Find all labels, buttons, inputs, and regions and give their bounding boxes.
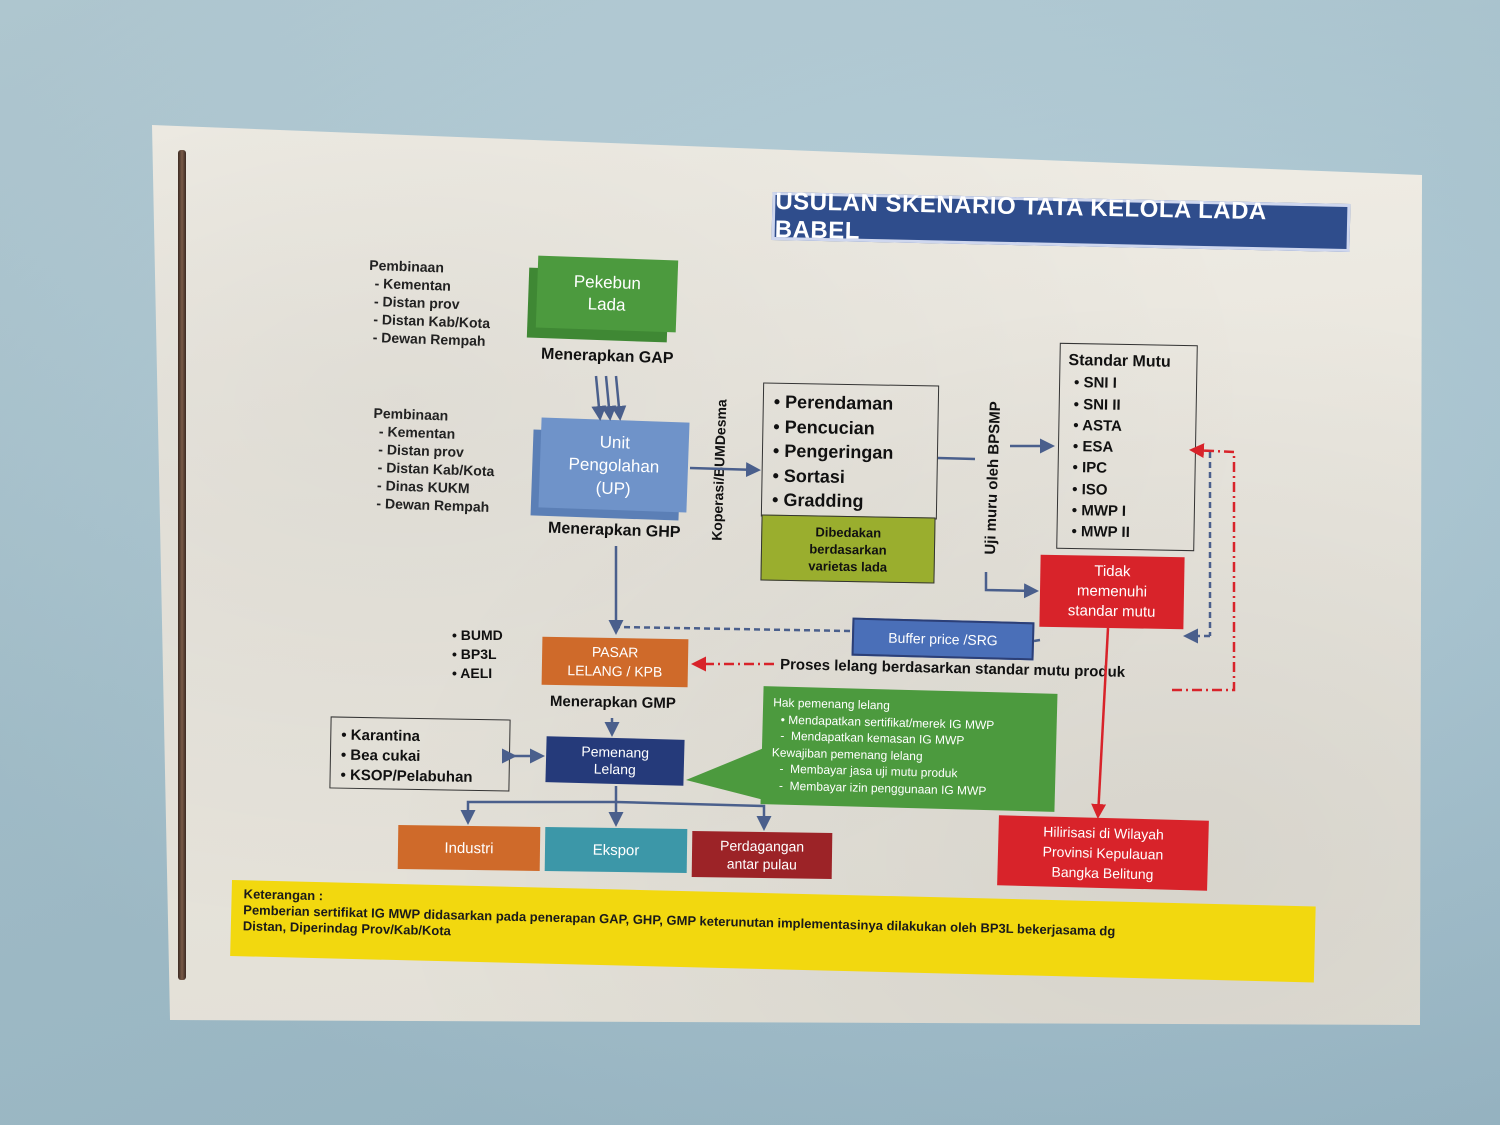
line-process-uji — [937, 456, 976, 461]
arrow-pekebun-up — [601, 375, 617, 421]
line-tidak-buffer — [1033, 638, 1041, 643]
arrow-pemenang-industri — [460, 786, 618, 825]
arrow-tidak-hilirisasi — [1091, 627, 1110, 819]
callout-pointer — [686, 748, 764, 800]
arrow-pemenang-perdagangan — [615, 800, 772, 831]
pasar-members-list: BUMD BP3L AELI — [452, 626, 503, 683]
list-item: AELI — [452, 664, 503, 683]
arrow-dashed-lelang-standar — [1172, 443, 1236, 692]
arrow-up-process — [689, 462, 761, 478]
hanging-rope — [178, 150, 186, 980]
line-dashed-buffer-pasar — [617, 625, 851, 633]
list-item: BUMD — [452, 626, 503, 645]
arrow-uji-tidak — [984, 572, 1039, 599]
arrow-pekebun-up — [591, 375, 607, 421]
arrow-pekebun-up — [611, 375, 627, 421]
list-item: BP3L — [452, 645, 503, 664]
